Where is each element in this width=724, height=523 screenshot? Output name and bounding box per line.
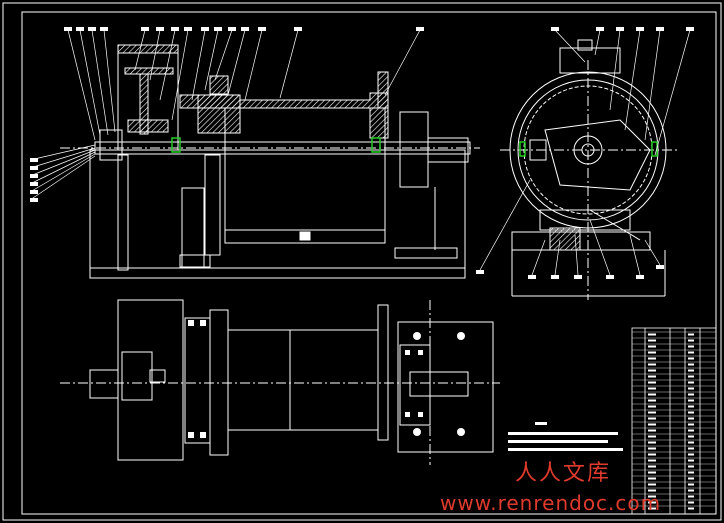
parts-list-cell xyxy=(688,339,694,342)
parts-list-cell xyxy=(648,471,656,474)
front-section-view xyxy=(60,44,480,279)
parts-list-cell xyxy=(648,507,656,510)
parts-list-cell xyxy=(648,393,656,396)
parts-list-cell xyxy=(688,483,694,486)
parts-list-cell xyxy=(688,489,694,492)
parts-list-cell xyxy=(648,411,656,414)
parts-list-cell xyxy=(648,459,656,462)
parts-list-cell xyxy=(648,489,656,492)
side-leader-lines xyxy=(479,29,691,276)
parts-list-cell xyxy=(648,405,656,408)
parts-list-cell xyxy=(688,387,694,390)
parts-list-cell xyxy=(688,507,694,510)
inner-border xyxy=(21,11,717,515)
parts-list xyxy=(631,327,717,515)
parts-list-cell xyxy=(648,501,656,504)
parts-list-cell xyxy=(648,369,656,372)
tech-notes xyxy=(508,422,623,451)
parts-list-cell xyxy=(648,375,656,378)
parts-list-cell xyxy=(688,345,694,348)
parts-list-cell xyxy=(648,345,656,348)
parts-list-cell xyxy=(648,441,656,444)
parts-list-rows xyxy=(632,331,716,510)
parts-list-cell xyxy=(648,399,656,402)
parts-list-cell xyxy=(648,453,656,456)
parts-list-cell xyxy=(648,333,656,336)
parts-list-cell xyxy=(648,357,656,360)
parts-list-cell xyxy=(688,375,694,378)
parts-list-cell xyxy=(648,495,656,498)
parts-list-cell xyxy=(648,351,656,354)
parts-list-cell xyxy=(688,417,694,420)
parts-list-cell xyxy=(688,495,694,498)
parts-list-cell xyxy=(688,357,694,360)
parts-list-cell xyxy=(648,429,656,432)
front-callout-tags xyxy=(30,27,424,202)
parts-list-cell xyxy=(648,417,656,420)
parts-list-cell xyxy=(648,339,656,342)
parts-list-cell xyxy=(688,369,694,372)
parts-list-cell xyxy=(688,447,694,450)
parts-list-cell xyxy=(648,363,656,366)
front-green-marks xyxy=(171,137,381,153)
parts-list-cell xyxy=(648,423,656,426)
parts-list-cell xyxy=(688,333,694,336)
parts-list-cell xyxy=(688,381,694,384)
top-view xyxy=(60,299,500,465)
parts-list-cell xyxy=(648,387,656,390)
parts-list-cell xyxy=(688,393,694,396)
parts-list-cell xyxy=(688,453,694,456)
parts-list-cell xyxy=(688,441,694,444)
parts-list-cell xyxy=(688,411,694,414)
parts-list-cell xyxy=(648,447,656,450)
parts-list-cell xyxy=(688,501,694,504)
parts-list-cell xyxy=(648,381,656,384)
watermark-url: www.renrendoc.com xyxy=(440,491,662,515)
side-callout-tags xyxy=(476,27,694,279)
parts-list-cell xyxy=(688,435,694,438)
parts-list-cell xyxy=(648,465,656,468)
parts-list-cell xyxy=(688,429,694,432)
parts-list-cell xyxy=(648,477,656,480)
parts-list-cell xyxy=(688,465,694,468)
parts-list-cell xyxy=(648,483,656,486)
top-view-fills xyxy=(188,320,465,438)
parts-list-cell xyxy=(688,405,694,408)
parts-list-cell xyxy=(688,477,694,480)
front-leader-lines xyxy=(29,29,421,201)
watermark-cn: 人人文库 xyxy=(515,461,612,486)
parts-list-cell xyxy=(688,459,694,462)
parts-list-cell xyxy=(688,351,694,354)
parts-list-cell xyxy=(688,399,694,402)
parts-list-cell xyxy=(648,435,656,438)
parts-list-cell xyxy=(688,471,694,474)
parts-list-cell xyxy=(688,423,694,426)
parts-list-cell xyxy=(688,363,694,366)
